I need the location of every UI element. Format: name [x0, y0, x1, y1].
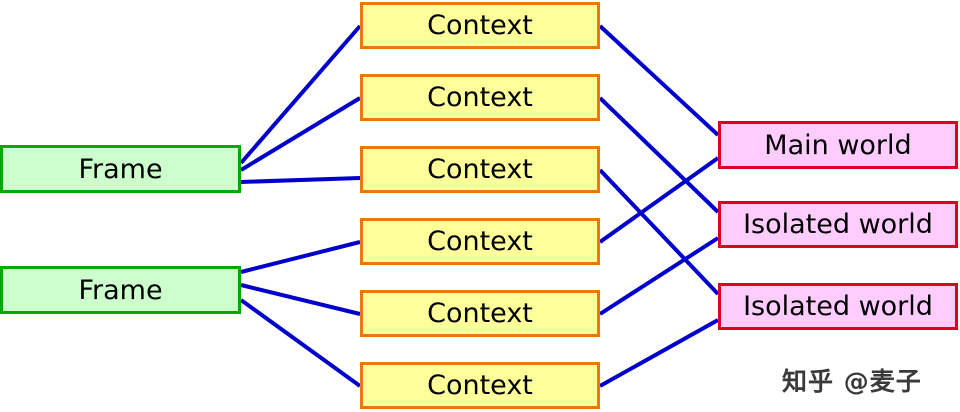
world-node-label: Isolated world: [743, 209, 933, 240]
context-node-label: Context: [427, 82, 533, 113]
edge-frame-2-to-context-5: [240, 283, 361, 316]
world-node-1[interactable]: Main world: [718, 121, 958, 169]
context-node-label: Context: [427, 298, 533, 329]
world-node-label: Main world: [764, 129, 912, 161]
frame-node-1[interactable]: Frame: [0, 145, 241, 193]
edge-context-3-to-world-isolated-2: [598, 168, 720, 296]
context-node-2[interactable]: Context: [360, 74, 600, 121]
context-node-6[interactable]: Context: [360, 362, 600, 409]
context-node-label: Context: [427, 226, 533, 257]
world-node-2[interactable]: Isolated world: [718, 201, 958, 248]
edge-frame-2-to-context-4: [240, 240, 361, 274]
context-node-label: Context: [427, 370, 533, 401]
edge-frame-1-to-context-2: [239, 96, 362, 172]
edge-context-6-to-world-isolated-2: [599, 318, 719, 388]
world-node-label: Isolated world: [743, 291, 933, 322]
context-node-label: Context: [427, 154, 533, 185]
context-node-5[interactable]: Context: [360, 290, 600, 337]
frame-node-label: Frame: [78, 274, 163, 306]
context-node-3[interactable]: Context: [360, 146, 600, 193]
context-node-4[interactable]: Context: [360, 218, 600, 265]
edge-frame-1-to-context-1: [239, 24, 362, 165]
edge-context-5-to-world-isolated-1: [598, 236, 720, 316]
world-node-3[interactable]: Isolated world: [718, 283, 958, 330]
edge-context-4-to-world-main: [598, 156, 720, 244]
frame-node-2[interactable]: Frame: [0, 266, 241, 314]
edge-context-2-to-world-isolated-1: [598, 96, 720, 214]
frame-node-label: Frame: [78, 153, 163, 185]
context-node-label: Context: [427, 10, 533, 41]
context-node-1[interactable]: Context: [360, 2, 600, 49]
edge-frame-2-to-context-6: [239, 298, 362, 388]
edge-context-1-to-world-main: [598, 24, 720, 137]
edge-frame-1-to-context-3: [240, 176, 361, 184]
watermark-label: 知乎 @麦子: [782, 367, 922, 396]
